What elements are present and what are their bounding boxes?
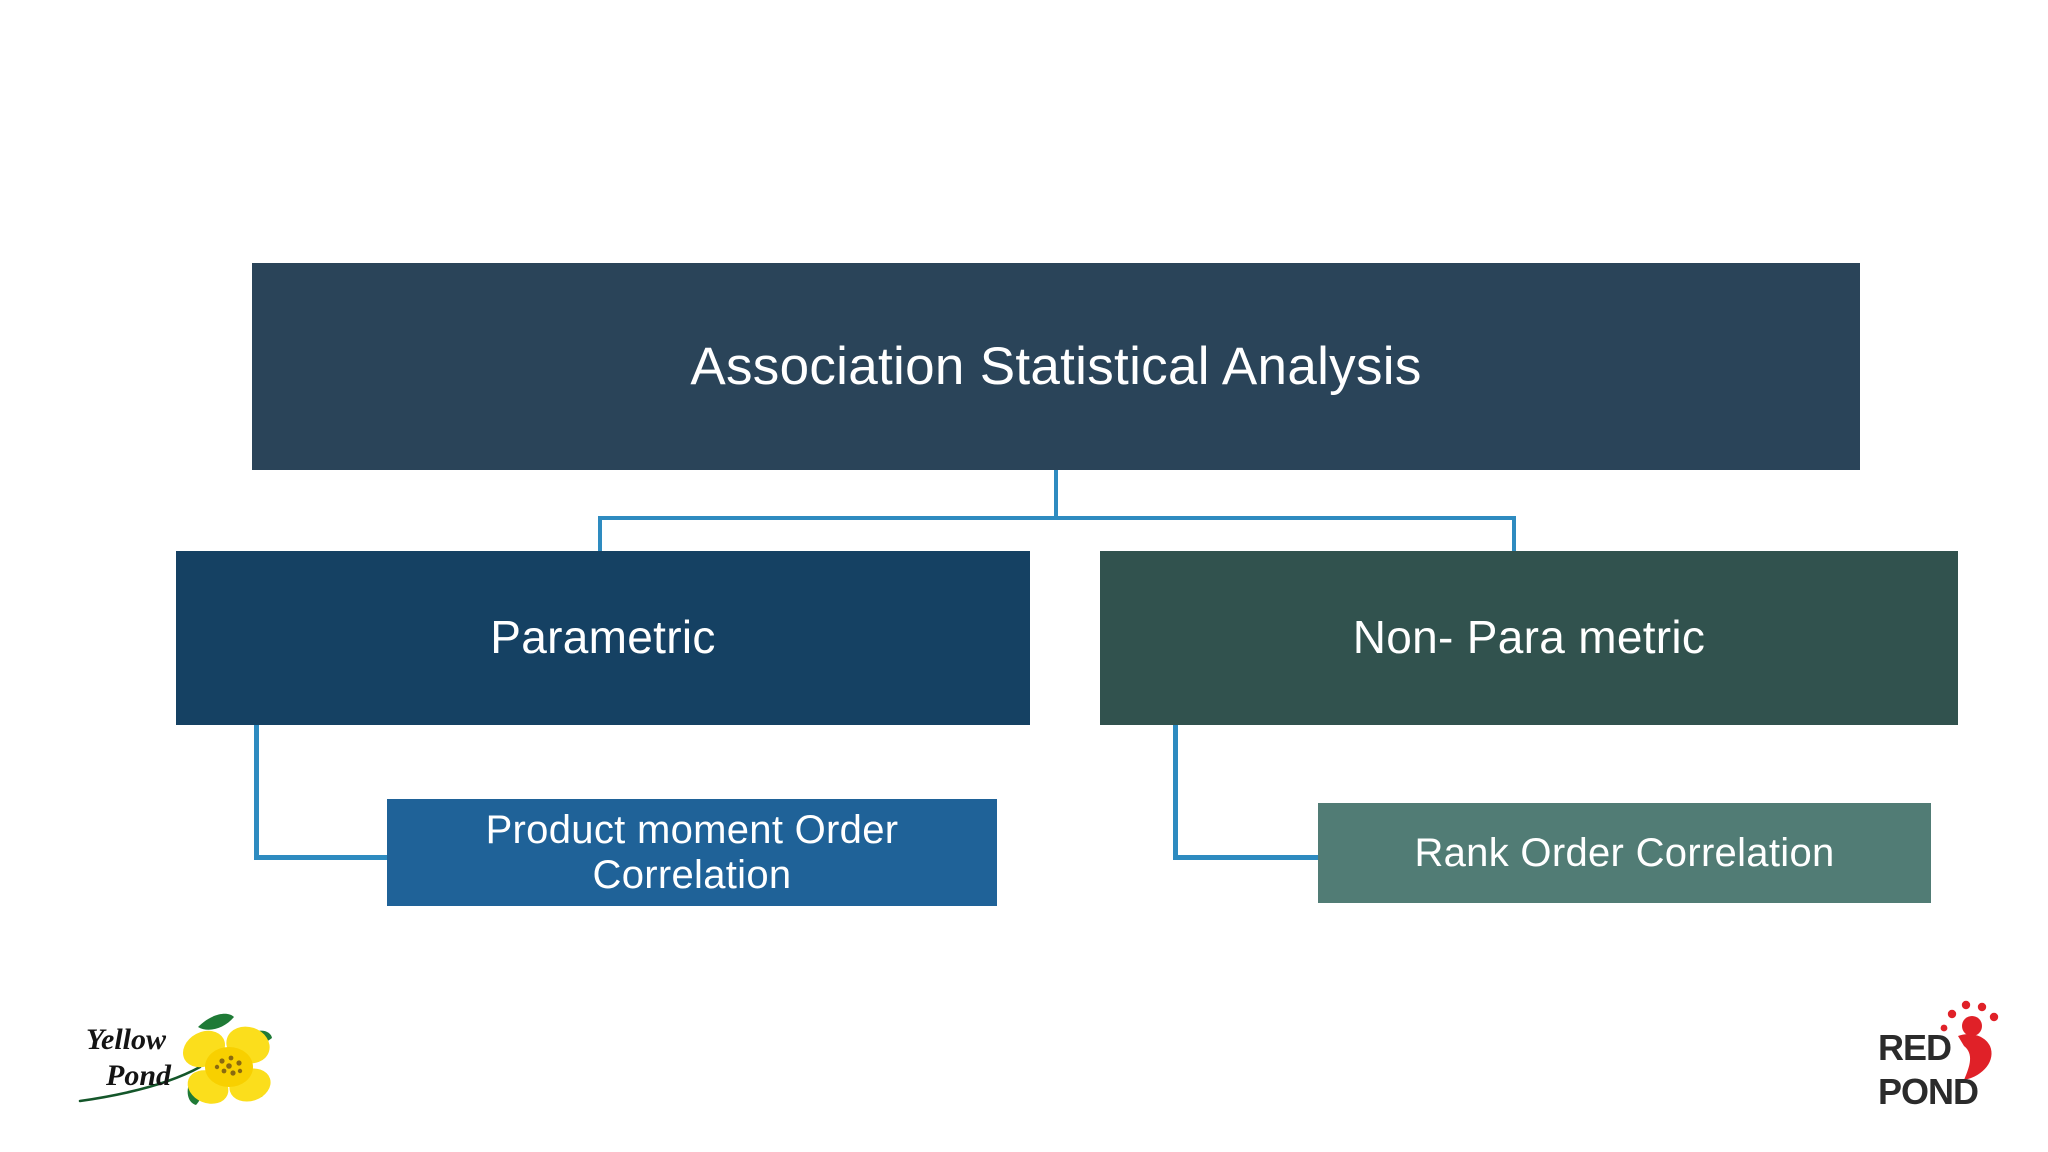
connector-branch-crossbar <box>598 516 1516 520</box>
node-rank-order-correlation[interactable]: Rank Order Correlation <box>1318 803 1931 903</box>
red-pond-line2: POND <box>1878 1071 1978 1112</box>
connector-root-stem <box>1054 470 1058 520</box>
connector-drop-nonparametric <box>1512 516 1516 554</box>
red-pond-logo: RED POND <box>1872 1000 2012 1115</box>
connector-elbow-parametric-vertical <box>254 722 259 860</box>
node-parametric[interactable]: Parametric <box>176 551 1030 725</box>
connector-elbow-nonparametric-horizontal <box>1173 855 1325 860</box>
node-product-moment-order-correlation[interactable]: Product moment Order Correlation <box>387 799 997 906</box>
node-non-parametric[interactable]: Non- Para metric <box>1100 551 1958 725</box>
connector-elbow-nonparametric-vertical <box>1173 722 1178 860</box>
yellow-pond-line1: Yellow <box>86 1023 167 1056</box>
connector-drop-parametric <box>598 516 602 554</box>
yellow-pond-line2: Pond <box>105 1059 172 1092</box>
node-association-statistical-analysis[interactable]: Association Statistical Analysis <box>252 263 1860 470</box>
red-pond-line1: RED <box>1878 1027 1951 1068</box>
yellow-pond-logo: Yellow Pond <box>72 1005 282 1115</box>
connector-elbow-parametric-horizontal <box>254 855 394 860</box>
